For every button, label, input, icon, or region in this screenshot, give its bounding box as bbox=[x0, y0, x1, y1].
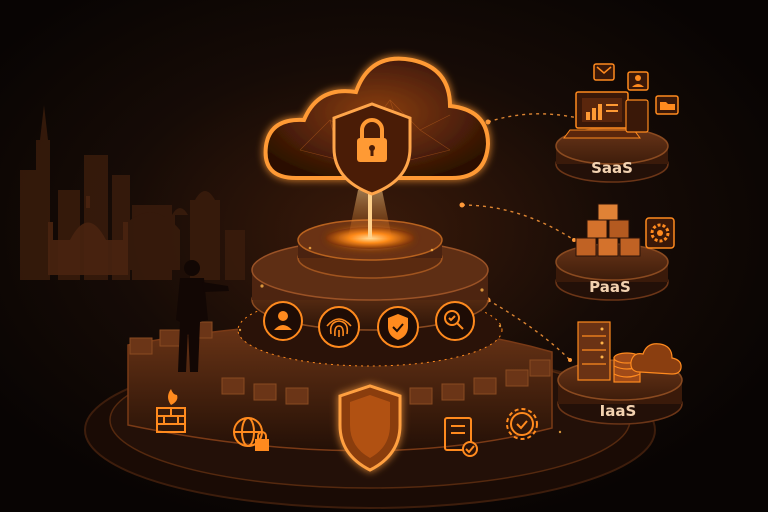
mail-icon bbox=[593, 63, 615, 81]
saas-label: SaaS bbox=[591, 159, 633, 177]
shield-check-icon bbox=[377, 306, 419, 348]
user-badge-icon bbox=[627, 71, 649, 91]
central-shield-icon bbox=[338, 384, 402, 472]
iaas-pod: IaaS bbox=[557, 321, 683, 425]
gear-icon bbox=[645, 217, 675, 249]
iaas-label: IaaS bbox=[600, 402, 637, 420]
ring-icons bbox=[263, 301, 475, 348]
paas-label: PaaS bbox=[589, 278, 631, 296]
glowing-pedestal bbox=[297, 219, 443, 279]
cube-stack-icon bbox=[575, 203, 641, 257]
firewall-icon bbox=[156, 389, 186, 433]
gear-check-icon bbox=[506, 408, 538, 440]
connector-lines bbox=[461, 113, 579, 361]
server-rack-icon bbox=[577, 321, 611, 381]
person-figure bbox=[176, 260, 229, 372]
folder-icon bbox=[655, 95, 679, 115]
sparkle-particles bbox=[238, 246, 562, 434]
saas-pod: SaaS bbox=[555, 63, 679, 183]
fingerprint-icon bbox=[318, 306, 360, 348]
globe-lock-icon bbox=[233, 417, 269, 451]
checklist-icon bbox=[444, 417, 478, 457]
taj-mahal-silhouette bbox=[48, 196, 128, 275]
laptop-dashboard-icon bbox=[563, 91, 649, 139]
security-ring-tier bbox=[237, 239, 503, 367]
light-beam bbox=[348, 190, 392, 238]
user-icon bbox=[263, 301, 303, 341]
padlock-shield-icon bbox=[332, 102, 412, 196]
magnifier-icon bbox=[435, 301, 475, 341]
paas-pod: PaaS bbox=[555, 203, 675, 301]
iaas-cloud-icon bbox=[630, 343, 682, 375]
